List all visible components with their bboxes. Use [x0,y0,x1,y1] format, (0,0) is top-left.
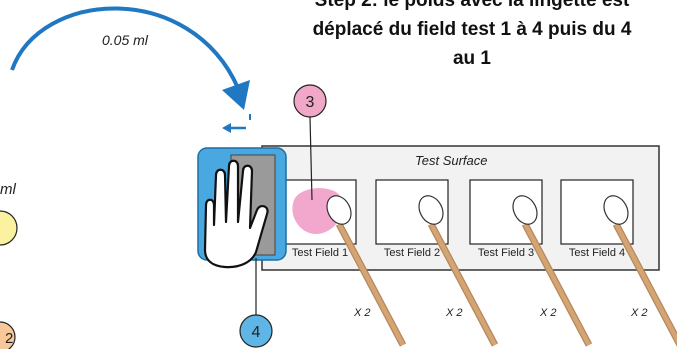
hand-icon [203,159,269,269]
test-field-label: Test Field 3 [478,247,534,259]
arc-label: 0.05 ml [102,32,149,48]
callout-bottom-number: 4 [252,324,261,341]
arrowhead-icon [222,80,250,110]
title-line-2: déplacé du field test 1 à 4 puis du 4 [312,19,632,40]
test-field-label: Test Field 1 [292,247,348,259]
applicator-head-3 [512,195,538,225]
applicator-stick-inner-1 [337,222,405,347]
callout-top-number: 3 [306,94,315,111]
left-bottom-callout [0,321,16,349]
applicator-stick-inner-3 [523,222,591,347]
repeat-label: X 2 [445,307,463,319]
test-fields: Test Field 1 X 2 Test Field 2 X 2 Test Field… [283,179,677,347]
applicator-stick-inner-4 [614,222,677,345]
transfer-arc [10,6,240,89]
arrow-left-head [222,123,231,133]
test-field-label: Test Field 2 [384,247,440,259]
left-bottom-callout-number: 2 [5,330,13,347]
applicator-head-1 [326,195,352,225]
repeat-label: X 2 [353,307,371,319]
applicator-head-4 [603,195,629,225]
repeat-label: X 2 [630,307,648,319]
test-field-label: Test Field 4 [569,247,625,259]
left-partial-label: ml [0,181,16,198]
callout-top-leader [309,116,313,201]
repeat-label: X 2 [539,307,557,319]
title-line-1: Step 2: le poids avec la lingette est [314,0,630,11]
applicator-stick-inner-2 [429,222,497,347]
applicator-head-2 [418,195,444,225]
left-yellow-circle [0,210,18,246]
callout-top [293,84,327,118]
callout-bottom [239,314,273,348]
title-line-3: au 1 [452,48,492,69]
surface-label: Test Surface [415,153,488,168]
